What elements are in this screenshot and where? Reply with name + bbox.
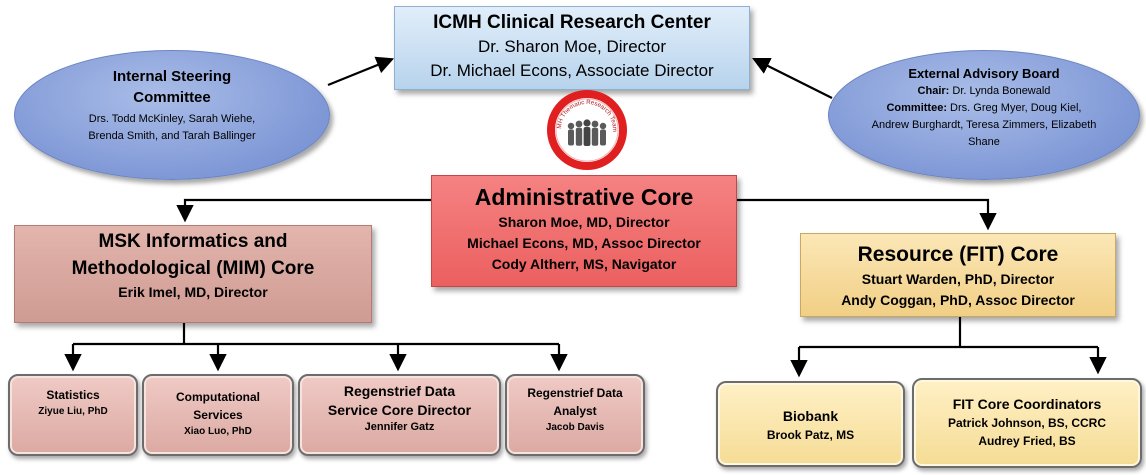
statistics-box: Statistics Ziyue Liu, PhD <box>8 374 138 456</box>
computational-title-line2: Services <box>193 408 243 422</box>
biobank-lead: Brook Patz, MS <box>766 428 855 442</box>
regenstrief-service-core-box: Regenstrief Data Service Core Director J… <box>298 374 501 456</box>
people-silhouettes-icon <box>567 119 607 146</box>
fit-director: Stuart Warden, PhD, Director <box>861 271 1055 287</box>
center-associate-director: Dr. Michael Econs, Associate Director <box>430 61 714 80</box>
statistics-title: Statistics <box>46 388 100 402</box>
clinical-research-center-box: ICMH Clinical Research Center Dr. Sharon… <box>394 6 750 90</box>
regenstrief-analyst-title-line2: Analyst <box>553 404 597 418</box>
fit-core-box: Resource (FIT) Core Stuart Warden, PhD, … <box>800 233 1116 317</box>
admin-navigator: Cody Altherr, MS, Navigator <box>491 256 677 272</box>
fit-assoc-director: Andy Coggan, PhD, Assoc Director <box>841 292 1075 308</box>
computational-services-box: Computational Services Xiao Luo, PhD <box>142 374 294 456</box>
computational-lead: Xiao Luo, PhD <box>184 426 252 437</box>
mim-core-box: MSK Informatics and Methodological (MIM)… <box>14 225 372 323</box>
center-director: Dr. Sharon Moe, Director <box>477 37 666 56</box>
biobank-box: Biobank Brook Patz, MS <box>716 381 905 467</box>
advisory-chair-label: Chair: <box>917 85 950 97</box>
center-title: ICMH Clinical Research Center <box>433 12 711 33</box>
external-advisory-board-ellipse: External Advisory Board Chair: Dr. Lynda… <box>828 50 1140 180</box>
advisory-committee: Drs. Greg Myer, Doug Kiel, Andrew Burgha… <box>871 102 1097 148</box>
regenstrief-core-title-line2: Service Core Director <box>327 402 472 418</box>
regenstrief-analyst-title-line1: Regenstrief Data <box>527 386 623 400</box>
steering-title-line2: Committee <box>133 89 211 106</box>
administrative-core-box: Administrative Core Sharon Moe, MD, Dire… <box>431 175 737 287</box>
admin-title: Administrative Core <box>474 184 694 210</box>
internal-steering-committee-ellipse: Internal Steering Committee Drs. Todd Mc… <box>14 50 330 180</box>
fit-coordinator-1: Patrick Johnson, BS, CCRC <box>947 416 1107 430</box>
arrow-admin-to-mim <box>176 198 431 223</box>
advisory-committee-label: Committee: <box>886 102 947 114</box>
admin-director: Sharon Moe, MD, Director <box>498 214 670 230</box>
regenstrief-analyst-lead: Jacob Davis <box>545 422 605 433</box>
regenstrief-analyst-box: Regenstrief Data Analyst Jacob Davis <box>505 374 645 456</box>
fit-coordinators-title: FIT Core Coordinators <box>952 396 1102 412</box>
regenstrief-core-lead: Jennifer Gatz <box>364 421 435 433</box>
steering-members-line2: Brenda Smith, and Tarah Ballinger <box>88 130 256 142</box>
mim-director: Erik Imel, MD, Director <box>118 284 268 300</box>
arrow-steering-to-center <box>327 56 395 87</box>
advisory-chair: Dr. Lynda Bonewald <box>949 85 1051 97</box>
steering-title-line1: Internal Steering <box>112 68 232 85</box>
fit-coordinator-2: Audrey Fried, BS <box>978 434 1076 448</box>
steering-members-line1: Drs. Todd McKinley, Sarah Wiehe, <box>88 113 256 125</box>
fit-coordinators-box: FIT Core Coordinators Patrick Johnson, B… <box>912 378 1142 468</box>
computational-title-line1: Computational <box>176 390 260 404</box>
biobank-title: Biobank <box>782 408 839 424</box>
advisory-title: External Advisory Board <box>908 66 1060 81</box>
thematic-research-teams-logo: ICMH Thematic Research Teams <box>547 90 627 170</box>
statistics-lead: Ziyue Liu, PhD <box>38 406 108 417</box>
arrow-advisory-to-center <box>752 58 833 99</box>
mim-title-line2: Methodological (MIM) Core <box>71 258 315 279</box>
regenstrief-core-title-line1: Regenstrief Data <box>343 383 456 399</box>
admin-assoc-director: Michael Econs, MD, Assoc Director <box>467 235 701 251</box>
mim-title-line1: MSK Informatics and <box>98 231 288 252</box>
arrow-admin-to-fit <box>737 198 997 231</box>
steering-members: Drs. Todd McKinley, Sarah Wiehe, Brenda … <box>15 111 329 145</box>
fit-title: Resource (FIT) Core <box>857 243 1059 266</box>
advisory-details: Chair: Dr. Lynda Bonewald Committee: Drs… <box>829 83 1139 151</box>
